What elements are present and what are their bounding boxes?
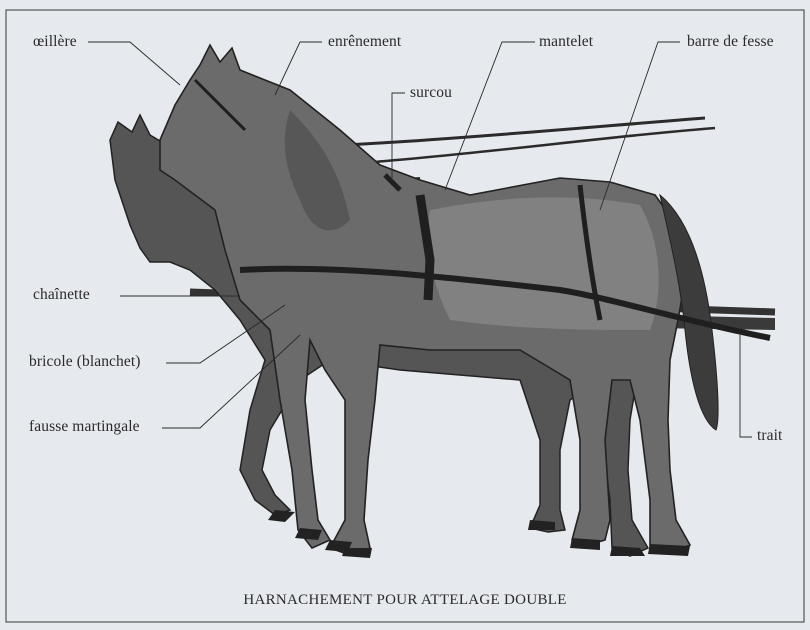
label-mantelet: mantelet <box>539 33 593 51</box>
label-fausse-martingale: fausse martingale <box>29 418 140 436</box>
label-bricole: bricole (blanchet) <box>29 353 141 371</box>
diagram-caption: HARNACHEMENT POUR ATTELAGE DOUBLE <box>0 592 810 609</box>
label-surcou: surcou <box>410 84 452 102</box>
label-chainette: chaînette <box>33 286 90 304</box>
label-oeillere: œillère <box>33 33 77 51</box>
label-barre-de-fesse: barre de fesse <box>687 33 774 51</box>
label-trait: trait <box>757 427 782 445</box>
label-enrenement: enrênement <box>328 33 401 51</box>
